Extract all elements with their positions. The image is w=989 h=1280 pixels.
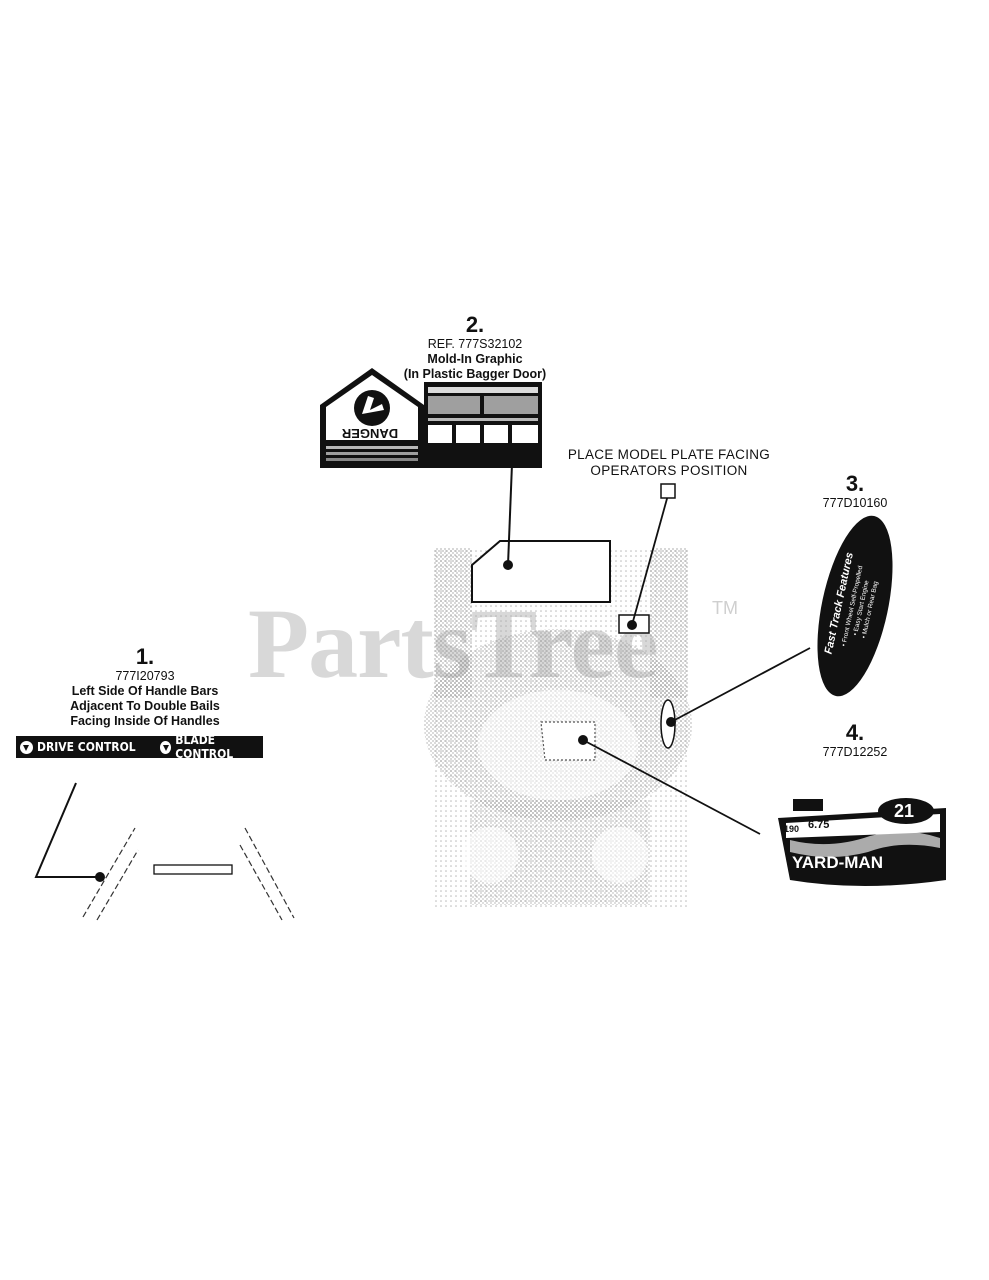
decal-2-warning-word: DANGER xyxy=(341,426,398,441)
model-plate-note-line-2: OPERATORS POSITION xyxy=(590,463,748,478)
decal-4-deck: 21 xyxy=(894,801,914,821)
callout-4-leader xyxy=(582,739,761,835)
callout-2-line-2: (In Plastic Bagger Door) xyxy=(403,367,547,381)
callout-3-part: 777D10160 xyxy=(822,496,888,510)
handle-bars xyxy=(82,827,295,921)
callout-2-leader xyxy=(507,463,513,566)
callout-1: 1. 777I20793 Left Side Of Handle Bars Ad… xyxy=(40,645,250,729)
callout-1-line-2: Adjacent To Double Bails xyxy=(70,699,220,713)
model-plate-note: PLACE MODEL PLATE FACING OPERATORS POSIT… xyxy=(556,447,782,479)
blade-control-label: BLADE CONTROL xyxy=(175,733,234,761)
callout-1-line-1: Left Side Of Handle Bars xyxy=(71,684,219,698)
callout-1-part: 777I20793 xyxy=(115,669,175,683)
callout-4: 4. 777D12252 xyxy=(800,721,910,760)
callout-2-number: 2. xyxy=(465,312,485,337)
watermark-tm: TM xyxy=(712,598,738,618)
bagger-door-shape xyxy=(471,540,611,603)
callout-1-line-3: Facing Inside Of Handles xyxy=(70,714,220,728)
down-arrow-icon xyxy=(20,740,33,754)
decal-4-brand: YARD-MAN xyxy=(792,853,883,872)
bail-bar xyxy=(153,864,233,875)
model-plate-note-line-1: PLACE MODEL PLATE FACING xyxy=(567,447,771,462)
callout-3: 3. 777D10160 xyxy=(800,472,910,511)
callout-2-line-1: Mold-In Graphic xyxy=(427,352,523,366)
callout-2-part: REF. 777S32102 xyxy=(427,337,523,351)
callout-1-dot xyxy=(95,872,105,882)
decal-1-control-label: DRIVE CONTROL BLADE CONTROL xyxy=(16,733,263,761)
decal-4-graphic: 21 190 6.75 YARD-MAN xyxy=(778,798,946,886)
decal-4-hp: 6.75 xyxy=(808,819,829,831)
model-plate-leader xyxy=(631,494,669,626)
callout-3-leader xyxy=(670,647,811,723)
decal-3-graphic: Fast Track Features • Front Wheel Self-P… xyxy=(817,515,893,697)
drive-control-segment: DRIVE CONTROL xyxy=(16,740,136,754)
center-panel xyxy=(540,721,596,761)
callout-3-number: 3. xyxy=(845,471,865,496)
blade-control-segment: BLADE CONTROL xyxy=(156,733,263,761)
decal-4-cc: 190 xyxy=(784,824,799,834)
callout-4-part: 777D12252 xyxy=(822,745,888,759)
decal-2-graphic xyxy=(320,368,542,468)
drive-control-label: DRIVE CONTROL xyxy=(37,740,136,754)
down-arrow-icon xyxy=(160,740,172,754)
model-plate-marker xyxy=(660,483,676,499)
callout-2: 2. REF. 777S32102 Mold-In Graphic (In Pl… xyxy=(395,313,555,382)
callout-1-leader xyxy=(34,782,100,878)
callout-1-number: 1. xyxy=(135,644,155,669)
callout-4-number: 4. xyxy=(845,720,865,745)
